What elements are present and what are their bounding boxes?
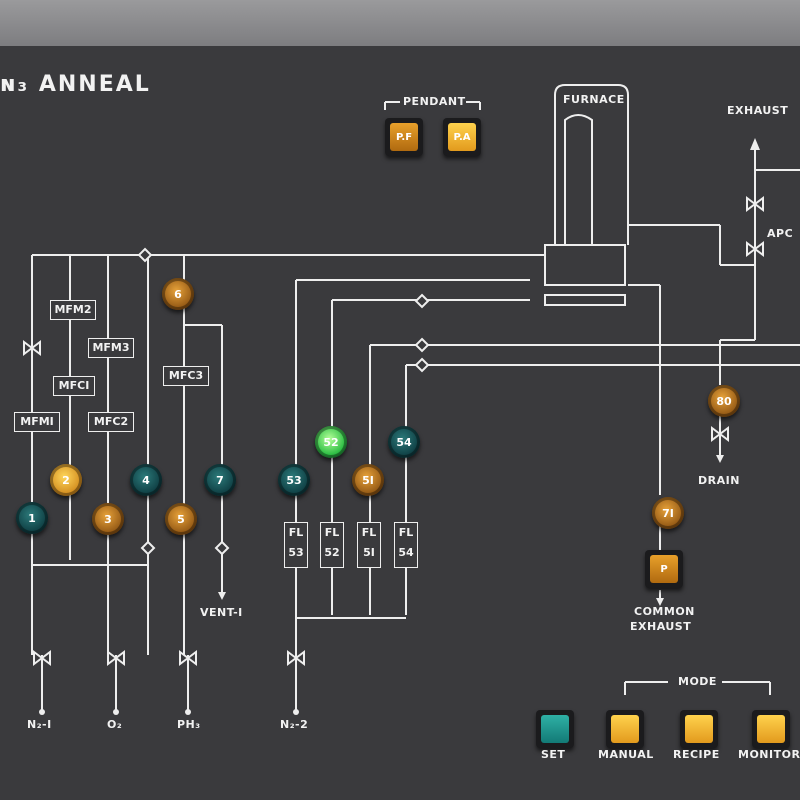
monitor-icon	[757, 715, 785, 743]
recipe-icon	[685, 715, 713, 743]
valve-51-lamp[interactable]: 5I	[352, 464, 384, 496]
drain-label: DRAIN	[698, 474, 740, 487]
manual-icon	[611, 715, 639, 743]
source-ph3-label: PH₃	[177, 718, 201, 731]
valve-54-lamp[interactable]: 54	[388, 426, 420, 458]
set-button[interactable]	[536, 710, 574, 748]
furnace-label: FURNACE	[563, 93, 625, 106]
panel-title: ɴ₃ ANNEAL	[0, 72, 151, 97]
pump-button[interactable]: P	[645, 550, 683, 588]
pendant-pa-button[interactable]: P.A	[443, 118, 481, 156]
vent-label: VENT-I	[200, 606, 243, 619]
recipe-label: RECIPE	[673, 748, 720, 761]
set-label: SET	[541, 748, 566, 761]
valve-6-lamp[interactable]: 6	[162, 278, 194, 310]
apc-label: APC	[767, 227, 794, 240]
pendant-pf-button[interactable]: P.F	[385, 118, 423, 156]
mfc2-box: MFC2	[88, 412, 134, 432]
source-n2-2-label: N₂-2	[280, 718, 309, 731]
common-exhaust-label-line2: EXHAUST	[630, 620, 692, 633]
monitor-button[interactable]	[752, 710, 790, 748]
mfc3-box: MFC3	[163, 366, 209, 386]
mfm1-box: MFMI	[14, 412, 60, 432]
monitor-label: MONITOR	[738, 748, 800, 761]
source-n2-1-label: N₂-I	[27, 718, 52, 731]
valve-53-lamp[interactable]: 53	[278, 464, 310, 496]
set-icon	[541, 715, 569, 743]
valve-52-lamp[interactable]: 52	[315, 426, 347, 458]
common-exhaust-label-line1: COMMON	[634, 605, 695, 618]
panel-frame	[0, 0, 800, 46]
valve-3-lamp[interactable]: 3	[92, 503, 124, 535]
mfc1-box: MFCI	[53, 376, 95, 396]
valve-71-lamp[interactable]: 7I	[652, 497, 684, 529]
pendant-pa-label: P.A	[448, 123, 476, 151]
valve-7-lamp[interactable]: 7	[204, 464, 236, 496]
pendant-label: PENDANT	[403, 95, 466, 108]
mfm3-box: MFM3	[88, 338, 134, 358]
valve-4-lamp[interactable]: 4	[130, 464, 162, 496]
manual-button[interactable]	[606, 710, 644, 748]
recipe-button[interactable]	[680, 710, 718, 748]
mfm2-box: MFM2	[50, 300, 96, 320]
pump-button-label: P	[650, 555, 678, 583]
mode-label: MODE	[678, 675, 717, 688]
manual-label: MANUAL	[598, 748, 654, 761]
valve-80-lamp[interactable]: 80	[708, 385, 740, 417]
pendant-pf-label: P.F	[390, 123, 418, 151]
valve-5-lamp[interactable]: 5	[165, 503, 197, 535]
source-o2-label: O₂	[107, 718, 123, 731]
valve-2-lamp[interactable]: 2	[50, 464, 82, 496]
exhaust-label: EXHAUST	[727, 104, 789, 117]
valve-1-lamp[interactable]: 1	[16, 502, 48, 534]
